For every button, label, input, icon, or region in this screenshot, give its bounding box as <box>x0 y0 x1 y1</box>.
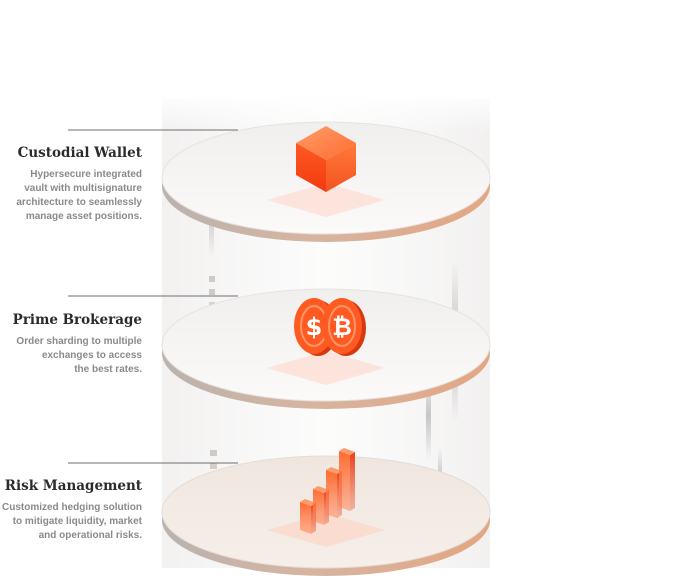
description-line: Hypersecure integrated <box>30 169 142 180</box>
description-line: Customized hedging solution <box>2 502 142 513</box>
description-line: and operational risks. <box>38 530 142 541</box>
bar-4 <box>339 448 355 511</box>
feature-description: Order sharding to multiple exchanges to … <box>13 335 142 377</box>
feature-title: Risk Management <box>4 478 142 494</box>
coins-icon: $ ₿ <box>294 298 366 356</box>
feature-description: Customized hedging solution to mitigate … <box>2 501 142 543</box>
feature-risk-management: Risk Management Customized hedging solut… <box>2 478 142 543</box>
description-line: manage asset positions. <box>25 211 142 222</box>
connector-lines <box>68 129 238 464</box>
description-line: the best rates. <box>74 364 142 375</box>
bitcoin-symbol: ₿ <box>332 313 352 341</box>
feature-title: Prime Brokerage <box>12 312 142 328</box>
description-line: exchanges to access <box>41 350 142 361</box>
dollar-symbol: $ <box>306 313 323 341</box>
bar-chart-icon <box>300 448 355 534</box>
feature-title: Custodial Wallet <box>17 145 142 161</box>
description-line: vault with multisignature <box>24 183 142 194</box>
feature-custodial-wallet: Custodial Wallet Hypersecure integrated … <box>16 145 142 224</box>
cube-icon <box>296 126 356 192</box>
description-line: Order sharding to multiple <box>16 336 142 347</box>
feature-description: Hypersecure integrated vault with multis… <box>16 168 142 224</box>
feature-prime-brokerage: Prime Brokerage Order sharding to multip… <box>13 312 142 377</box>
description-line: architecture to seamlessly <box>16 197 142 208</box>
description-line: to mitigate liquidity, market <box>12 516 142 527</box>
